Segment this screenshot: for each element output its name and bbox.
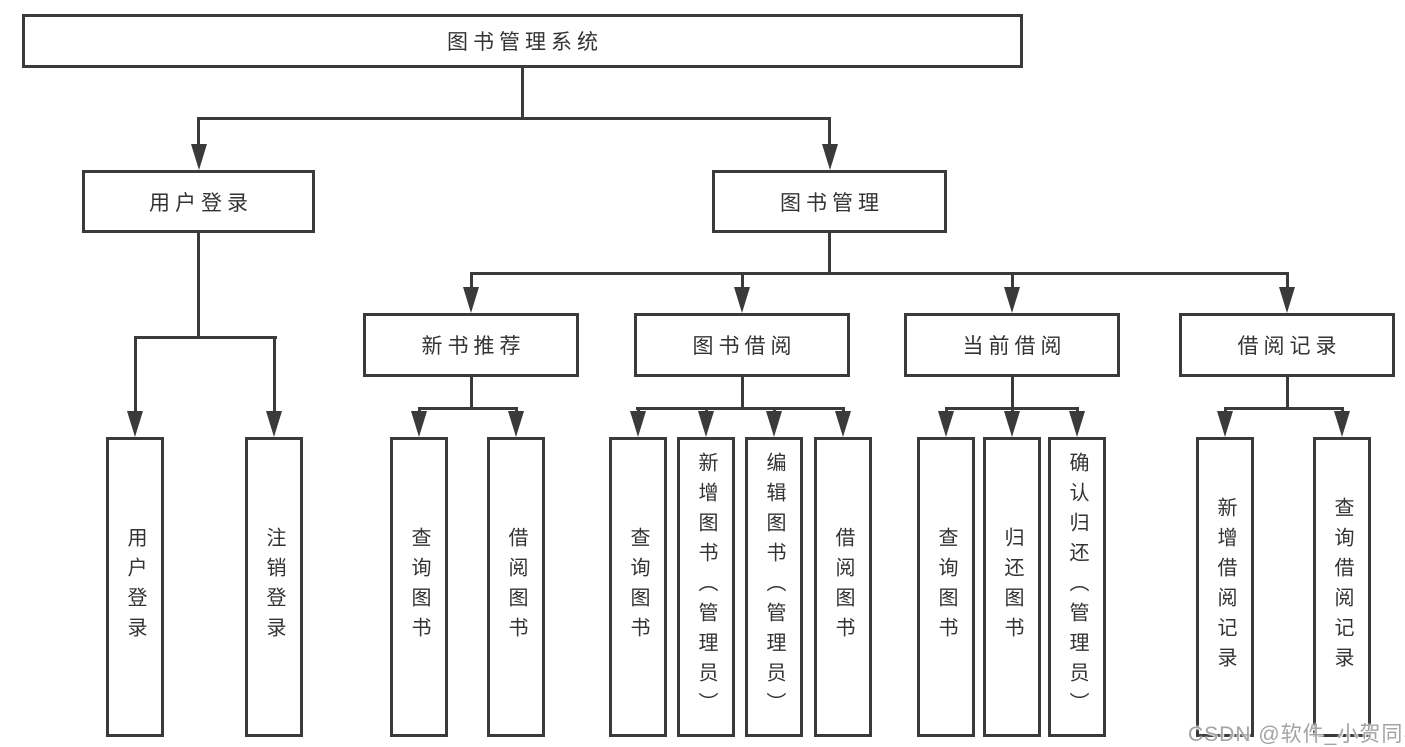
leaf-br-add-record: 新增借阅记录 xyxy=(1196,437,1254,737)
connector-line xyxy=(841,407,845,413)
node-label: 当前借阅 xyxy=(962,335,1067,358)
connector-line xyxy=(772,407,776,413)
leaf-nb-borrow-books: 借阅图书 xyxy=(487,437,545,737)
leaf-label: 借阅图书 xyxy=(832,527,854,647)
node-borrow-records: 借阅记录 xyxy=(1179,313,1395,377)
leaf-label: 查询图书 xyxy=(935,527,957,647)
arrow-down-icon xyxy=(1069,411,1085,437)
node-label: 借阅记录 xyxy=(1237,335,1342,358)
connector-line xyxy=(828,117,831,146)
connector-line xyxy=(1340,407,1344,413)
leaf-label: 用户登录 xyxy=(124,527,146,647)
connector-line xyxy=(636,407,640,413)
leaf-label: 新增借阅记录 xyxy=(1214,497,1236,677)
arrow-down-icon xyxy=(734,287,750,313)
arrow-down-icon xyxy=(630,411,646,437)
leaf-logout: 注销登录 xyxy=(245,437,303,737)
arrow-down-icon xyxy=(835,411,851,437)
arrow-down-icon xyxy=(190,144,207,170)
leaf-cb-return-books: 归还图书 xyxy=(983,437,1041,737)
leaf-label: 新增图书（管理员） xyxy=(695,452,717,722)
arrow-down-icon xyxy=(1334,411,1350,437)
arrow-down-icon xyxy=(938,411,954,437)
leaf-nb-query-books: 查询图书 xyxy=(390,437,448,737)
connector-line xyxy=(133,336,137,413)
leaf-label: 归还图书 xyxy=(1001,527,1023,647)
leaf-label: 查询图书 xyxy=(627,527,649,647)
connector-line xyxy=(636,407,845,410)
connector-line xyxy=(417,407,421,413)
node-label: 图书管理系统 xyxy=(447,31,603,54)
connector-line xyxy=(133,336,277,339)
arrow-down-icon xyxy=(1279,287,1295,313)
connector-line xyxy=(417,407,518,410)
connector-line xyxy=(272,336,276,413)
connector-line xyxy=(520,68,524,117)
arrow-down-icon xyxy=(1217,411,1233,437)
arrow-down-icon xyxy=(698,411,714,437)
node-book-borrow: 图书借阅 xyxy=(634,313,850,377)
connector-line xyxy=(469,272,1289,275)
connector-line xyxy=(740,272,744,289)
node-new-books: 新书推荐 xyxy=(363,313,579,377)
leaf-label: 注销登录 xyxy=(263,527,285,647)
leaf-label: 借阅图书 xyxy=(505,527,527,647)
connector-line xyxy=(1010,377,1014,407)
node-label: 图书借阅 xyxy=(692,335,797,358)
leaf-label: 确认归还（管理员） xyxy=(1066,452,1088,722)
leaf-br-query-record: 查询借阅记录 xyxy=(1313,437,1371,737)
connector-line xyxy=(704,407,708,413)
connector-line xyxy=(469,272,473,289)
leaf-cb-confirm-return: 确认归还（管理员） xyxy=(1048,437,1106,737)
arrow-down-icon xyxy=(463,287,479,313)
connector-line xyxy=(197,117,200,146)
node-current-borrow: 当前借阅 xyxy=(904,313,1120,377)
node-user-login: 用户登录 xyxy=(82,170,315,233)
connector-line xyxy=(1010,407,1014,413)
leaf-user-login: 用户登录 xyxy=(106,437,164,737)
leaf-cb-query-books: 查询图书 xyxy=(917,437,975,737)
arrow-down-icon xyxy=(1004,287,1020,313)
node-book-mgmt: 图书管理 xyxy=(712,170,947,233)
watermark: CSDN @软件_小贺同学 xyxy=(1188,723,1405,746)
connector-line xyxy=(1223,407,1344,410)
node-label: 新书推荐 xyxy=(421,335,526,358)
leaf-label: 查询借阅记录 xyxy=(1331,497,1353,677)
connector-line xyxy=(1285,272,1289,289)
connector-line xyxy=(514,407,518,413)
connector-line xyxy=(740,377,744,407)
connector-line xyxy=(1075,407,1079,413)
arrow-down-icon xyxy=(411,411,427,437)
connector-line xyxy=(1223,407,1227,413)
leaf-bb-edit-books: 编辑图书（管理员） xyxy=(745,437,803,737)
arrow-down-icon xyxy=(1004,411,1020,437)
connector-line xyxy=(1010,272,1014,289)
arrow-down-icon xyxy=(766,411,782,437)
arrow-down-icon xyxy=(127,411,143,437)
arrow-down-icon xyxy=(266,411,282,437)
arrow-down-icon xyxy=(508,411,524,437)
leaf-bb-borrow-books: 借阅图书 xyxy=(814,437,872,737)
node-label: 图书管理 xyxy=(780,191,884,215)
node-label: 用户登录 xyxy=(149,191,253,215)
leaf-label: 查询图书 xyxy=(408,527,430,647)
connector-line xyxy=(944,407,948,413)
connector-line xyxy=(197,233,200,336)
connector-line xyxy=(1285,377,1289,407)
connector-line xyxy=(469,377,473,407)
node-root: 图书管理系统 xyxy=(22,14,1023,68)
leaf-bb-query-books: 查询图书 xyxy=(609,437,667,737)
leaf-label: 编辑图书（管理员） xyxy=(763,452,785,722)
leaf-bb-add-books: 新增图书（管理员） xyxy=(677,437,735,737)
connector-line xyxy=(828,233,831,272)
arrow-down-icon xyxy=(821,144,838,170)
connector-line xyxy=(197,117,831,120)
